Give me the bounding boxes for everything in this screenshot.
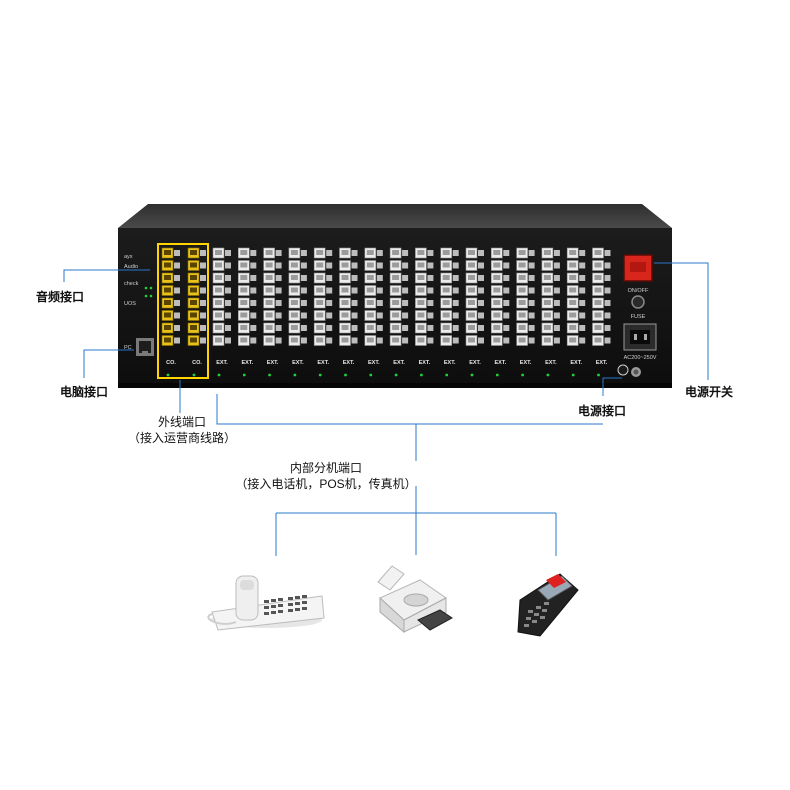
fax-printer-icon (377, 565, 453, 634)
extension-ports-title: 内部分机端口 (289, 461, 362, 475)
status-led-12 (445, 373, 449, 377)
ext-port-column-12: EXT. (490, 247, 510, 366)
panel-label-pc: PC (124, 345, 132, 351)
status-led-16 (546, 373, 550, 377)
status-led-2 (192, 373, 196, 377)
trunk-highlight-box (157, 243, 209, 379)
ext-port-column-15: EXT. (566, 247, 586, 366)
power-port-label: 电源接口 (578, 404, 627, 418)
status-led-9 (369, 373, 373, 377)
ext-label-3: EXT. (267, 360, 279, 366)
pc-port (136, 338, 154, 356)
status-led-13 (470, 373, 474, 377)
ext-port-column-8: EXT. (389, 247, 409, 366)
status-leds (144, 286, 153, 298)
audio-port-label: 音频接口 (36, 290, 85, 304)
ext-label-14: EXT. (545, 360, 557, 366)
status-led-1 (166, 373, 170, 377)
status-led-14 (495, 373, 499, 377)
status-led-11 (420, 373, 423, 377)
ext-label-10: EXT. (444, 360, 456, 366)
trunk-ports-label: 外线端口 （接入运营商线路） (122, 414, 242, 446)
ext-port-column-4: EXT. (288, 247, 307, 366)
extension-ports-subtitle: （接入电话机，POS机，传真机） (235, 477, 417, 491)
bottom-led-row (166, 373, 600, 377)
status-led-15 (521, 373, 524, 377)
trunk-ports-subtitle: （接入运营商线路） (127, 431, 236, 445)
ext-port-column-9: EXT. (415, 247, 434, 366)
ext-label-16: EXT. (596, 360, 608, 366)
power-port-line (602, 377, 622, 396)
status-led-17 (571, 373, 575, 377)
status-led-7 (318, 373, 322, 377)
status-led-10 (394, 373, 398, 377)
power-switch-line (654, 262, 709, 380)
switch-label: ON/OFF (628, 288, 649, 294)
fuse-label: FUSE (631, 314, 646, 320)
pc-port-label: 电脑接口 (60, 385, 109, 399)
ext-label-15: EXT. (570, 360, 582, 366)
ext-label-1: EXT. (216, 360, 228, 366)
pos-terminal-icon (517, 573, 579, 637)
ext-label-13: EXT. (520, 360, 532, 366)
trunk-port-column-1: CO. (161, 247, 180, 366)
status-led-5 (268, 373, 271, 377)
trunk-ports-title: 外线端口 (157, 415, 206, 429)
panel-label-audio: Audio (124, 264, 138, 270)
ext-port-column-6: EXT. (339, 247, 358, 366)
status-led-18 (597, 373, 600, 377)
status-led-4 (242, 373, 246, 377)
status-led-8 (344, 373, 347, 377)
panel-label-ayx: ayx (124, 254, 133, 260)
status-led-6 (293, 373, 297, 377)
ext-label-9: EXT. (419, 360, 431, 366)
ext-port-column-1: EXT. (212, 247, 231, 366)
ext-port-column-7: EXT. (364, 247, 383, 366)
ext-label-4: EXT. (292, 360, 304, 366)
ext-label-8: EXT. (393, 360, 405, 366)
ground-terminal (617, 364, 629, 376)
panel-label-uos: UOS (124, 301, 136, 307)
ext-port-column-13: EXT. (516, 247, 535, 366)
left-panel-labels: ayx Audio check UOS PC (124, 254, 139, 351)
power-area: ON/OFF FUSE AC200~250V (617, 254, 657, 377)
ext-port-column-5: EXT. (313, 247, 333, 366)
callout-lines (63, 262, 709, 556)
extension-ports-label: 内部分机端口 （接入电话机，POS机，传真机） (226, 460, 426, 492)
ext-port-column-14: EXT. (541, 247, 560, 366)
ext-port-column-3: EXT. (263, 247, 282, 366)
ext-port-column-11: EXT. (465, 247, 484, 366)
ext-label-12: EXT. (494, 360, 506, 366)
ext-label-6: EXT. (343, 360, 355, 366)
trunk-port-column-2: CO. (187, 247, 206, 366)
extension-ports: EXT. EXT. EXT. EXT. EXT. EXT. EXT. EXT. EXT. EXT.… (212, 247, 611, 366)
audio-line (63, 269, 150, 282)
trunk-ports: CO. CO. (161, 247, 206, 366)
status-led-3 (217, 373, 221, 377)
telephone-icon (207, 575, 325, 631)
ext-port-column-10: EXT. (440, 247, 459, 366)
pc-line (83, 349, 134, 378)
ext-port-column-2: EXT. (238, 247, 257, 366)
power-switch-label: 电源开关 (685, 385, 734, 399)
ext-port-column-16: EXT. (592, 247, 611, 366)
ext-label-2: EXT. (241, 360, 253, 366)
co-label-2: CO. (192, 360, 202, 366)
panel-label-check: check (124, 281, 139, 287)
chassis-top (118, 204, 672, 228)
ext-bracket-line (216, 394, 603, 425)
ext-label-7: EXT. (368, 360, 380, 366)
ext-label-5: EXT. (317, 360, 329, 366)
co-label-1: CO. (166, 360, 176, 366)
ext-label-11: EXT. (469, 360, 481, 366)
ac-rating-label: AC200~250V (624, 355, 657, 361)
